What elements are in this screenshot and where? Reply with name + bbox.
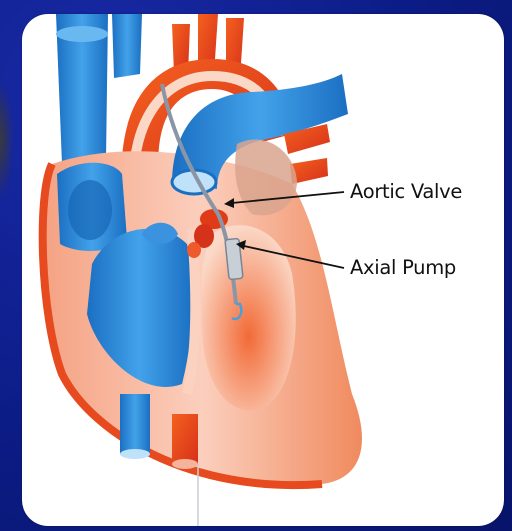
left-ventricle [201,225,295,410]
superior-vena-cava [56,14,108,164]
edge-shadow [0,80,14,200]
axial-pump-label: Axial Pump [350,256,456,279]
diagram-panel: Aortic Valve Axial Pump [22,14,504,526]
aortic-valve-label: Aortic Valve [350,180,462,203]
pulmonary-vessels-top [112,14,142,78]
